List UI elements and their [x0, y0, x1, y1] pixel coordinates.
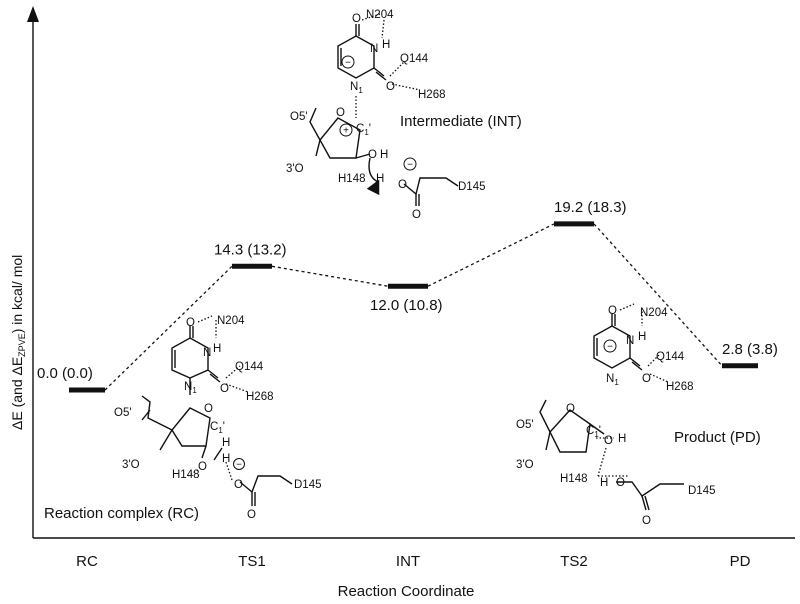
int-c1: C1' — [356, 123, 371, 137]
x-axis-label: Reaction Coordinate — [338, 583, 475, 600]
pd-caption: Product (PD) — [674, 429, 761, 446]
energy-value-ts2: 19.2 (18.3) — [554, 199, 627, 216]
category-label-rc: RC — [76, 553, 98, 570]
int-plus-charge: + — [343, 126, 349, 137]
rc-q144: Q144 — [235, 361, 264, 373]
int-h148: H148 — [338, 173, 366, 185]
rc-o-carbonyl: O — [247, 509, 256, 521]
pd-o-carboxyl: O — [616, 477, 625, 489]
int-h-water: H — [380, 149, 388, 161]
int-minus-charge: − — [345, 58, 351, 69]
pd-o4prime: O — [566, 403, 575, 415]
pd-o3: 3'O — [516, 459, 534, 471]
rc-h-water: H — [222, 437, 230, 449]
int-h3: H — [382, 39, 390, 51]
rc-h268: H268 — [246, 391, 274, 403]
connector-int-ts2 — [427, 223, 555, 287]
int-o-water: O — [368, 149, 377, 161]
int-caption: Intermediate (INT) — [400, 113, 522, 130]
pd-c1: C1' — [586, 425, 601, 439]
int-o-carbonyl: O — [412, 209, 421, 221]
connector-rc-ts1 — [104, 265, 233, 391]
rc-h-water2: H — [222, 453, 230, 465]
category-label-ts1: TS1 — [238, 553, 266, 570]
pd-structure: O N204 N H Q144 O H268 N1 O C1' O5' 3'O … — [516, 303, 761, 527]
pd-h-carboxyl: H — [600, 477, 608, 489]
rc-o-water: O — [198, 461, 207, 473]
int-n1: N1 — [350, 81, 363, 95]
int-h-water2: H — [376, 173, 384, 185]
pd-o5: O5' — [516, 419, 534, 431]
pd-q144: Q144 — [656, 351, 685, 363]
connector-ts2-pd — [593, 223, 723, 367]
category-label-int: INT — [396, 553, 420, 570]
rc-n3: N — [203, 347, 211, 359]
pd-o4: O — [608, 305, 617, 317]
int-q144: Q144 — [400, 53, 429, 65]
rc-d145: D145 — [294, 479, 322, 491]
pd-h148: H148 — [560, 473, 588, 485]
int-carboxylate-minus: − — [407, 160, 413, 171]
category-label-ts2: TS2 — [560, 553, 588, 570]
rc-h3: H — [213, 343, 221, 355]
pd-minus-charge: − — [607, 342, 613, 353]
energy-value-pd: 2.8 (3.8) — [722, 341, 778, 358]
pd-n204: N204 — [640, 307, 668, 319]
rc-o4: O — [186, 317, 195, 329]
rc-n204: N204 — [217, 315, 245, 327]
pd-h268: H268 — [666, 381, 694, 393]
pd-n3: N — [626, 335, 634, 347]
rc-caption: Reaction complex (RC) — [44, 505, 199, 522]
rc-structure: O N204 N H Q144 O H268 N1 O C1' O5' 3'O … — [44, 315, 322, 522]
int-n3: N — [370, 43, 378, 55]
rc-minus-charge: − — [236, 460, 242, 471]
rc-o5: O5' — [114, 407, 132, 419]
int-d145: D145 — [458, 181, 486, 193]
int-structure: O N204 N H Q144 O H268 N1 O C1' O5' 3'O … — [286, 9, 522, 221]
y-axis-arrow — [27, 6, 39, 22]
rc-o2: O — [220, 383, 229, 395]
energy-value-ts1: 14.3 (13.2) — [214, 241, 287, 258]
energy-value-int: 12.0 (10.8) — [370, 297, 443, 314]
int-o3: 3'O — [286, 163, 304, 175]
rc-o4prime: O — [204, 403, 213, 415]
int-o2: O — [386, 81, 395, 93]
pd-h3: H — [638, 331, 646, 343]
pd-h-water: H — [618, 433, 626, 445]
rc-c1: C1' — [210, 421, 225, 435]
rc-n1: N1 — [184, 381, 197, 395]
pd-o2: O — [642, 373, 651, 385]
int-n204: N204 — [366, 9, 394, 21]
int-o-carboxylate: O — [398, 179, 407, 191]
pd-o-carbonyl: O — [642, 515, 651, 527]
rc-h148: H148 — [172, 469, 200, 481]
y-axis-label: ΔE (and ΔEZPVE) in kcal/ mol — [9, 255, 27, 430]
int-o4: O — [352, 13, 361, 25]
rc-o-carboxylate: O — [234, 479, 243, 491]
int-o4prime: O — [336, 107, 345, 119]
int-h268: H268 — [418, 89, 446, 101]
category-label-pd: PD — [730, 553, 751, 570]
int-o5: O5' — [290, 111, 308, 123]
pd-o-water: O — [604, 435, 613, 447]
energy-value-rc: 0.0 (0.0) — [37, 365, 93, 382]
connector-ts1-int — [271, 265, 389, 287]
rc-o3: 3'O — [122, 459, 140, 471]
pd-d145: D145 — [688, 485, 716, 497]
pd-n1: N1 — [606, 373, 619, 387]
